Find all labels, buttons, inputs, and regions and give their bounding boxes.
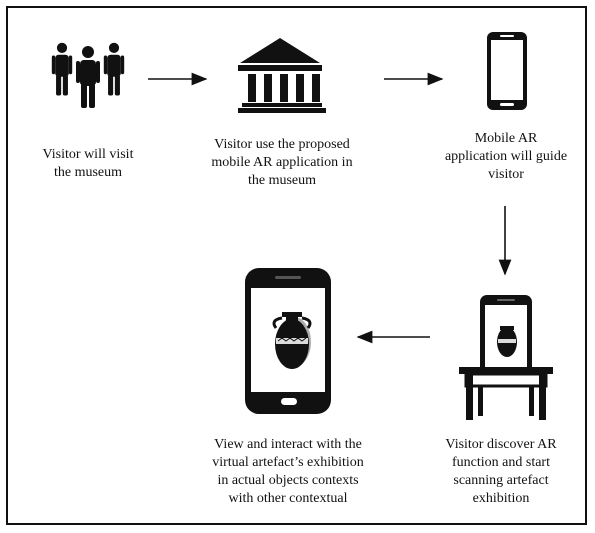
label-guide: Mobile AR application will guide visitor [444,131,568,182]
label-interact: View and interact with the virtual artef… [212,437,364,506]
label-discover: Visitor discover AR function and start s… [445,437,557,506]
smartphone-icon [487,32,527,110]
diagram-frame [6,6,587,525]
label-use-app: Visitor use the proposed mobile AR appli… [211,137,353,188]
vase-icon [272,312,312,369]
people-icon [51,42,125,108]
museum-building-icon [238,38,326,113]
phone-scanning-artefact-icon [459,295,553,420]
label-visit: Visitor will visit the museum [42,147,134,180]
phone-virtual-artefact-icon [245,268,331,414]
